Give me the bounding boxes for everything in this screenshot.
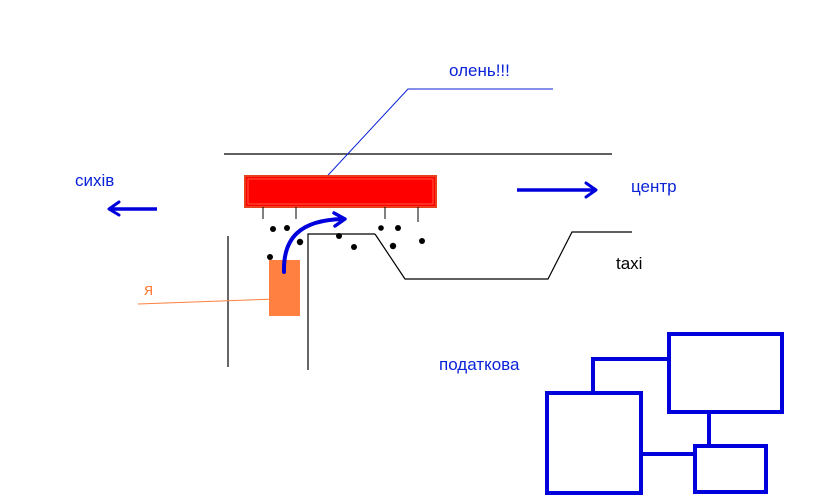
tax-office-label: податкова <box>439 355 520 374</box>
deer-label: олень!!! <box>449 61 510 80</box>
center-label: центр <box>631 177 677 196</box>
taxi-label: taxi <box>616 254 642 273</box>
deer-barrier <box>244 175 437 208</box>
turn-arrow-head <box>332 211 347 228</box>
deer-barrier-inner <box>247 178 434 205</box>
building-connector <box>591 357 669 393</box>
me-label: я <box>144 280 153 299</box>
right-arrow-head <box>584 181 598 199</box>
middle-road-line <box>307 233 375 370</box>
deer-pointer-line <box>317 88 553 187</box>
building-block <box>693 444 768 494</box>
tax-office-building <box>545 332 784 495</box>
building-block <box>667 332 784 414</box>
building-block <box>545 391 643 495</box>
people-marks <box>267 225 425 260</box>
turn-arrow <box>281 217 345 274</box>
sykhiv-label: сихів <box>75 171 114 190</box>
me-pointer-line <box>137 298 277 305</box>
left-arrow-head <box>107 200 121 217</box>
taxi-bay-outline <box>374 231 632 280</box>
